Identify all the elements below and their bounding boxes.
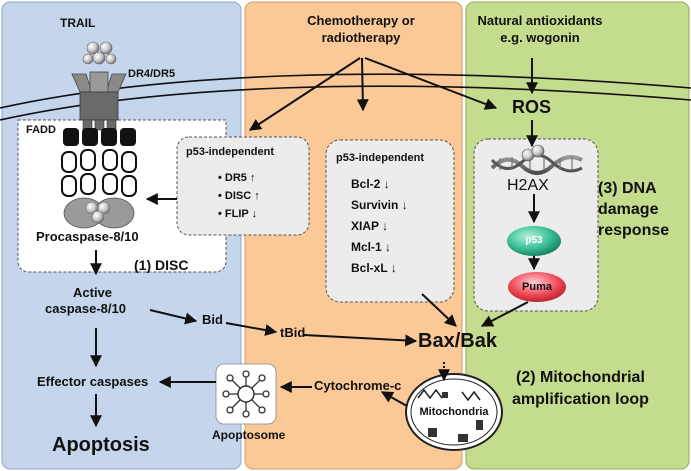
list-item: XIAP ↓ [351, 219, 408, 241]
p53-independent-mid-list: Bcl-2 ↓ Survivin ↓ XIAP ↓ Mcl-1 ↓ Bcl-xL… [351, 177, 408, 283]
antioxidant-label-line1: Natural antioxidants [477, 13, 603, 28]
arrow-down-icon: ↓ [383, 177, 390, 191]
item-name: DISC [224, 190, 252, 202]
item-name: Survivin [351, 198, 399, 212]
active-caspase-label-line1: Active [73, 285, 113, 300]
fadd-adaptor-icon [63, 128, 136, 146]
tbid-label: tBid [280, 325, 306, 340]
trail-ligand-icon [82, 41, 117, 65]
mito-loop-label-line1: (2) Mitochondrial [516, 369, 645, 386]
h2ax-label: H2AX [507, 177, 549, 194]
antioxidant-label-line2: e.g. wogonin [500, 30, 580, 45]
item-name: Bcl-xL [351, 261, 388, 275]
p53-independent-box-mid [325, 139, 455, 303]
arrow-up-icon: ↑ [250, 172, 256, 184]
item-name: Bcl-2 [351, 177, 381, 191]
list-item: • DISC ↑ [218, 190, 260, 202]
mitochondria-icon [405, 373, 503, 451]
dna-module-label-line2: damage [598, 201, 659, 218]
ros-label: ROS [512, 97, 552, 117]
pathway-arrows [90, 57, 540, 428]
trail-label: TRAIL [60, 16, 96, 30]
dna-helix-icon [490, 144, 583, 175]
death-effector-domain-icon [61, 149, 137, 197]
arrow-down-icon: ↓ [390, 261, 397, 275]
mito-loop-label-line2: amplification loop [512, 391, 649, 408]
bax-bak-label: Bax/Bak [418, 330, 497, 352]
item-name: Mcl-1 [351, 240, 382, 254]
bid-label: Bid [202, 312, 223, 327]
effector-caspases-label: Effector caspases [37, 374, 149, 389]
apoptosome-label: Apoptosome [212, 428, 286, 442]
dna-module-label-line3: response [598, 222, 670, 239]
treatment-label-line1: Chemotherapy or [307, 13, 415, 28]
active-caspase-label-line2: caspase-8/10 [45, 301, 126, 316]
p53-label: p53 [525, 235, 543, 246]
apoptosome-icon [215, 363, 277, 425]
arrow-up-icon: ↑ [254, 190, 260, 202]
arrow-down-icon: ↓ [382, 219, 389, 233]
puma-label: Puma [522, 281, 552, 293]
p53-independent-left-title: p53-independent [186, 146, 275, 158]
item-name: DR5 [224, 172, 247, 184]
apoptosis-label: Apoptosis [52, 434, 150, 456]
mitochondria-label: Mitochondria [419, 406, 489, 418]
list-item: Bcl-2 ↓ [351, 177, 408, 199]
p53-independent-box-left [176, 136, 310, 236]
procaspase-icon [63, 197, 135, 229]
list-item: Mcl-1 ↓ [351, 240, 408, 262]
arrow-down-icon: ↓ [385, 240, 392, 254]
arrow-down-icon: ↓ [401, 198, 408, 212]
fadd-label: FADD [26, 124, 56, 136]
list-item: • FLIP ↓ [218, 208, 258, 220]
treatment-label-line2: radiotherapy [321, 30, 401, 45]
arrow-down-icon: ↓ [251, 208, 258, 220]
cytochrome-c-label: Cytochrome-c [314, 378, 402, 393]
item-name: FLIP [224, 208, 249, 220]
puma-protein-icon [508, 272, 566, 302]
disc-module-label: (1) DISC [134, 257, 189, 273]
receptor-label: DR4/DR5 [128, 68, 176, 80]
list-item: Bcl-xL ↓ [351, 261, 408, 283]
dna-module-label-line1: (3) DNA [598, 180, 657, 197]
p53-independent-mid-title: p53-independent [336, 152, 425, 164]
item-name: XIAP [351, 219, 379, 233]
procaspase-label: Procaspase-8/10 [36, 229, 139, 244]
p53-independent-left-list: • DR5 ↑ • DISC ↑ • FLIP ↓ [218, 172, 260, 226]
death-receptor-icon [71, 71, 127, 131]
p53-protein-icon [507, 226, 561, 256]
membrane-line-outer [0, 73, 691, 109]
list-item: Survivin ↓ [351, 198, 408, 220]
list-item: • DR5 ↑ [218, 172, 256, 184]
membrane-line-inner [0, 85, 691, 121]
